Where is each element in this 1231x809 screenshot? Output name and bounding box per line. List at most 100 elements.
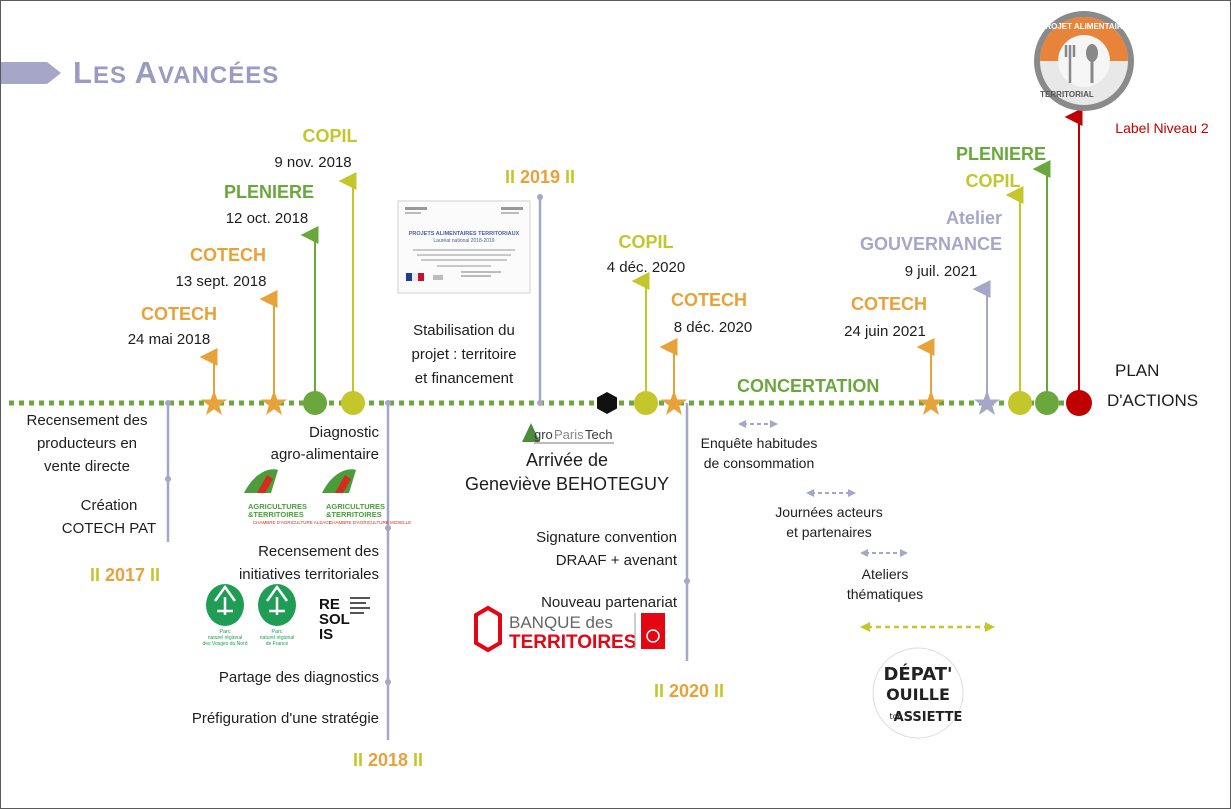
p2020-partenariat: Nouveau partenariat — [541, 594, 677, 611]
svg-text:Parc: Parc — [271, 629, 283, 635]
copil1-label: COPIL — [302, 126, 358, 146]
p2018-diag-2: agro-alimentaire — [270, 446, 379, 463]
svg-text:naturel régional: naturel régional — [260, 635, 294, 641]
svg-text:ASSIETTE: ASSIETTE — [894, 710, 963, 725]
cotech4-star-icon — [918, 390, 944, 415]
svg-text:de France: de France — [266, 641, 289, 647]
concertation-arrows — [743, 423, 903, 554]
svg-text:gro: gro — [534, 427, 553, 442]
year-2019: II 2019 II — [504, 167, 576, 187]
svg-text:IS: IS — [319, 626, 333, 643]
atelier-label-line2: GOUVERNANCE — [859, 234, 1003, 254]
cotech4-label: COTECH — [851, 294, 927, 314]
year-connectors — [165, 194, 690, 740]
copil2-date: 4 déc. 2020 — [606, 259, 686, 276]
cotech2-label: COTECH — [190, 245, 266, 265]
concertation-arrowheads — [738, 420, 908, 557]
svg-text:Parc: Parc — [219, 629, 231, 635]
p2019-stab-1: Stabilisation du — [413, 322, 515, 339]
journees-1: Journées acteurs — [775, 504, 883, 520]
resolis-logo: RE SOL IS — [319, 596, 370, 643]
p2019-stab-3: et financement — [414, 370, 514, 387]
svg-text:PROJET ALIMENTAIRE: PROJET ALIMENTAIRE — [1040, 22, 1129, 31]
label-niveau2: Label Niveau 2 — [1115, 120, 1209, 136]
event-arrows — [199, 108, 1083, 396]
cotech2-star-icon — [261, 390, 287, 415]
bdt-logo-line1: BANQUE des — [509, 613, 613, 632]
plan-line1: PLAN — [1115, 361, 1160, 380]
year-2017: II 2017 II — [89, 565, 161, 585]
p2020-sign-2: DRAAF + avenant — [555, 552, 677, 569]
copil1-date: 9 nov. 2018 — [274, 154, 352, 171]
p2017-creation-1: Création — [80, 497, 138, 514]
svg-text:ton: ton — [889, 712, 902, 721]
pleniere2-dot-icon — [1035, 391, 1059, 415]
enquete-2: de consommation — [703, 455, 815, 471]
parc-france-logo: Parc naturel régional de France — [258, 584, 296, 647]
agri-territoires-logo-2: AGRICULTURES &TERRITOIRES CHAMBRE D'AGRI… — [322, 469, 411, 525]
pleniere1-dot-icon — [303, 391, 327, 415]
cotech3-date: 8 déc. 2020 — [673, 319, 753, 336]
svg-text:&TERRITOIRES: &TERRITOIRES — [248, 510, 304, 519]
cotech4-date: 24 juin 2021 — [844, 323, 926, 340]
pleniere1-date: 12 oct. 2018 — [225, 210, 309, 227]
p2019-arrivee-2: Geneviève BEHOTEGUY — [464, 474, 670, 494]
copil2-label: COPIL — [618, 232, 674, 252]
p2018-recens-2: initiatives territoriales — [238, 566, 379, 583]
enquete-1: Enquête habitudes — [700, 435, 818, 451]
svg-text:des Vosges du Nord: des Vosges du Nord — [202, 641, 247, 647]
svg-text:&TERRITOIRES: &TERRITOIRES — [326, 510, 382, 519]
p2019-arrivee-1: Arrivée de — [525, 450, 609, 470]
copil3-dot-icon — [1008, 391, 1032, 415]
cotech1-star-icon — [201, 390, 227, 415]
cotech1-label: COTECH — [141, 304, 217, 324]
ateliers-2: thématiques — [846, 586, 924, 602]
ateliers-1: Ateliers — [861, 566, 909, 582]
svg-text:DÉPAT': DÉPAT' — [883, 663, 952, 685]
event-markers — [201, 390, 1092, 416]
cotech3-label: COTECH — [671, 290, 747, 310]
p2018-partage: Partage des diagnostics — [218, 669, 379, 686]
svg-text:AGRICULTURES: AGRICULTURES — [326, 502, 385, 511]
pat-logo: PROJET ALIMENTAIRE TERRITORIAL — [1034, 11, 1134, 111]
p2019-stab-2: projet : territoire — [411, 346, 517, 363]
p2017-recensement-2: producteurs en — [36, 435, 138, 452]
doc-title: PROJETS ALIMENTAIRES TERRITORIAUX — [409, 231, 520, 237]
laureat-document-thumbnail: PROJETS ALIMENTAIRES TERRITORIAUX Lauréa… — [397, 200, 531, 294]
atelier-star-icon — [974, 390, 1000, 415]
copil3-label: COPIL — [965, 171, 1021, 191]
copil2-dot-icon — [634, 391, 658, 415]
cotech1-date: 24 mai 2018 — [127, 331, 211, 348]
svg-text:SOL: SOL — [319, 611, 350, 628]
p2020-sign-1: Signature convention — [536, 529, 677, 546]
p2017-recensement-3: vente directe — [44, 458, 130, 475]
year-2018: II 2018 II — [352, 750, 424, 770]
copil1-dot-icon — [341, 391, 365, 415]
cotech2-date: 13 sept. 2018 — [175, 273, 267, 290]
cotech3-star-icon — [661, 390, 687, 415]
p2018-prefiguration: Préfiguration d'une stratégie — [191, 710, 379, 727]
agri-logo-2-sub: CHAMBRE D'AGRICULTURE MOSELLE — [329, 520, 411, 525]
journees-2: et partenaires — [786, 524, 872, 540]
agri-logo-1-sub: CHAMBRE D'AGRICULTURE ALSACE — [253, 520, 332, 525]
label2-dot-icon — [1066, 390, 1092, 416]
depatouille-logo: DÉPAT' OUILLE ton ASSIETTE — [872, 647, 964, 739]
arrival-hexagon-icon — [597, 392, 617, 414]
pleniere1-label: PLENIERE — [223, 182, 315, 202]
svg-text:AGRICULTURES: AGRICULTURES — [248, 502, 307, 511]
svg-text:OUILLE: OUILLE — [886, 685, 950, 704]
title-text: LES AVANCÉES — [73, 55, 280, 90]
banque-territoires-logo: BANQUE des TERRITOIRES — [474, 605, 665, 653]
pleniere2-label: PLENIERE — [955, 144, 1047, 164]
svg-text:naturel régional: naturel régional — [208, 635, 242, 641]
plan-line2: D'ACTIONS — [1107, 391, 1199, 410]
p2018-diag-1: Diagnostic — [308, 424, 379, 441]
title-arrow-icon — [1, 62, 61, 84]
ateliers-span-arrow — [860, 622, 995, 632]
year-2020: II 2020 II — [653, 681, 725, 701]
atelier-label-line1: Atelier — [945, 208, 1003, 228]
agri-territoires-logo-1: AGRICULTURES &TERRITOIRES CHAMBRE D'AGRI… — [244, 469, 332, 525]
p2017-recensement-1: Recensement des — [26, 412, 148, 429]
